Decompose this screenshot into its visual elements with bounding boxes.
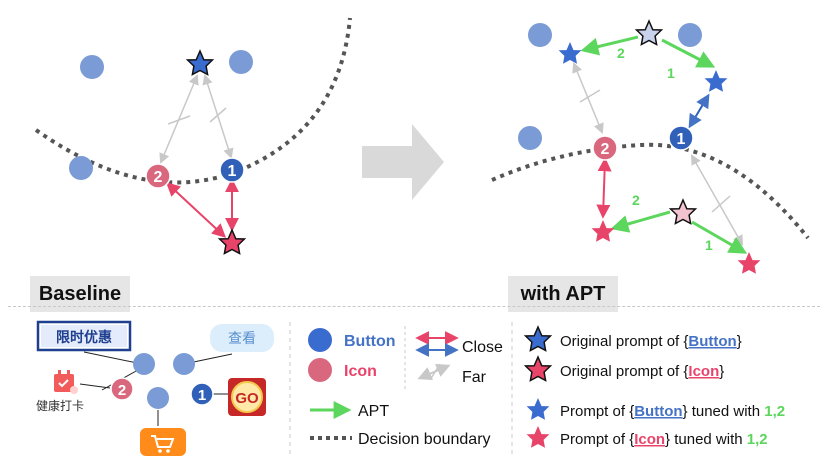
legend-close-label: Close: [462, 339, 503, 356]
legend-original-button: Original prompt of {Button}: [560, 333, 742, 350]
apt-arrow: [661, 38, 716, 68]
apt-arrow: [610, 210, 671, 233]
button-sample: [678, 23, 702, 47]
transition-arrow: [362, 124, 444, 200]
cart-icon: [140, 428, 186, 456]
legend-tuned-icon: Prompt of {Icon} tuned with 1,2: [560, 431, 768, 448]
button-sample: [133, 353, 155, 375]
apt-step-label: 1: [705, 237, 713, 253]
svg-text:2: 2: [118, 382, 126, 399]
far-arrow: [202, 74, 234, 159]
legend-button-swatch: [308, 328, 332, 352]
icon-tuned-star: [591, 220, 615, 242]
button-original-star: [634, 19, 664, 46]
apt-panel: 2 1 2 1 2 1: [491, 19, 810, 274]
far-slash: [711, 195, 731, 213]
legend-boundary-label: Decision boundary: [358, 431, 491, 448]
promo-banner-text: 限时优惠: [56, 329, 112, 346]
icon-node-2: 2: [110, 377, 134, 401]
svg-text:1: 1: [677, 131, 686, 148]
view-button: [210, 324, 274, 352]
legend-far-label: Far: [462, 369, 487, 386]
separator: [8, 306, 820, 307]
baseline-panel: 2 1: [34, 17, 352, 255]
button-sample: [80, 55, 104, 79]
legend: Button Icon Close Far APT Decision bound…: [308, 325, 785, 448]
svg-text:2: 2: [601, 141, 610, 158]
apt-step-label: 1: [667, 65, 675, 81]
button-node-1: 1: [219, 157, 245, 183]
button-sample: [518, 126, 542, 150]
close-arrow: [596, 157, 612, 219]
icon-tuned-star: [737, 252, 761, 274]
health-checkin-icon: [54, 370, 78, 394]
apt-step-label: 2: [617, 45, 625, 61]
icon-prompt-star: [217, 228, 247, 255]
svg-text:GO: GO: [235, 390, 259, 407]
button-prompt-star: [185, 49, 215, 76]
svg-text:1: 1: [198, 387, 206, 404]
go-button: GO: [228, 378, 266, 416]
close-arrow: [165, 182, 227, 238]
icon-node-2: 2: [592, 135, 618, 161]
button-sample: [173, 353, 195, 375]
apt-arrow: [691, 220, 748, 254]
far-slash: [579, 89, 601, 103]
apt-arrow: [580, 35, 639, 56]
button-tuned-star: [704, 70, 728, 92]
button-node-1: 1: [190, 382, 214, 406]
decision-boundary: [491, 142, 810, 240]
far-arrow: [159, 74, 199, 164]
icon-original-star: [668, 198, 698, 225]
view-button-text: 查看: [228, 331, 256, 347]
button-sample: [528, 23, 552, 47]
svg-text:1: 1: [228, 163, 237, 180]
button-sample: [229, 50, 253, 74]
button-sample: [69, 156, 93, 180]
legend-icon-swatch: [308, 358, 332, 382]
button-tuned-star: [558, 42, 582, 64]
button-sample: [147, 387, 169, 409]
legend-apt-label: APT: [358, 403, 389, 420]
legend-original-icon: Original prompt of {Icon}: [560, 363, 724, 380]
ui-example: 限时优惠 查看 2 1 健康打卡 GO: [36, 320, 274, 456]
close-arrow: [688, 93, 710, 129]
svg-text:2: 2: [154, 169, 163, 186]
far-arrow: [690, 154, 744, 246]
health-checkin-text: 健康打卡: [36, 398, 84, 413]
legend-tuned-button: Prompt of {Button} tuned with 1,2: [560, 403, 785, 420]
button-node-1: 1: [668, 125, 694, 151]
apt-step-label: 2: [632, 192, 640, 208]
icon-node-2: 2: [145, 163, 171, 189]
legend-button-label: Button: [344, 333, 396, 350]
legend-icon-label: Icon: [344, 363, 377, 380]
far-slash: [209, 107, 227, 123]
far-slash: [167, 115, 191, 125]
